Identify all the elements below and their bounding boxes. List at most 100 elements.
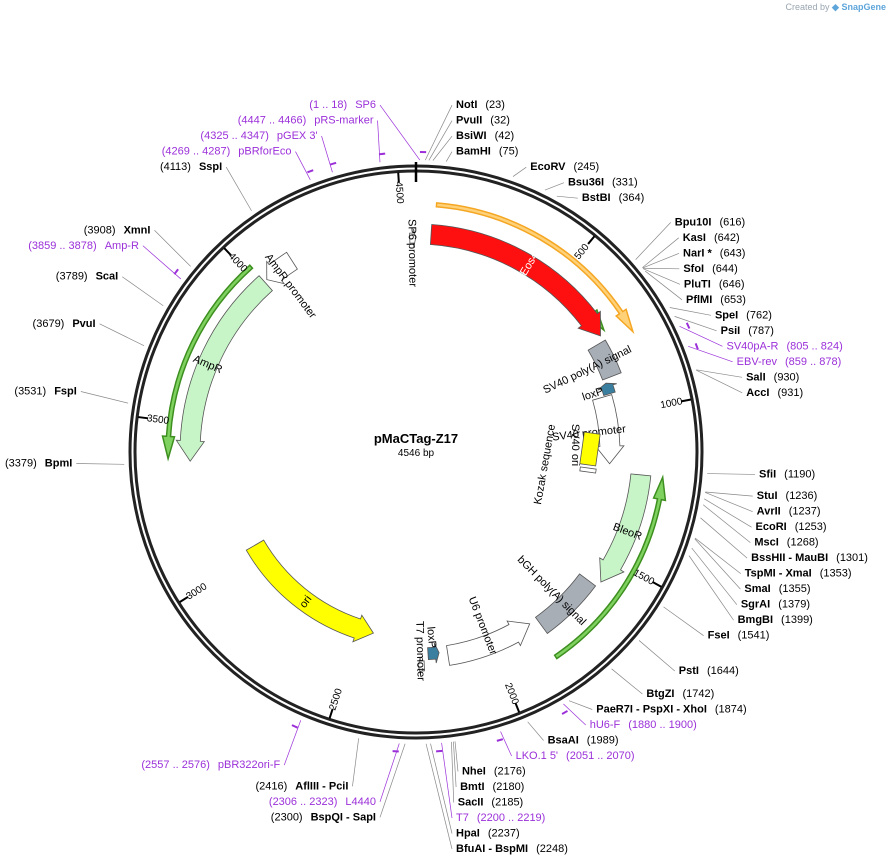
feature-ampr-promoter[interactable]: AmpR promoter xyxy=(262,252,318,322)
site-sspi[interactable]: (4113)SspI xyxy=(160,161,222,173)
svg-text:AvrII(1237): AvrII(1237) xyxy=(757,506,821,518)
tick-mark xyxy=(138,416,149,420)
site-bsaai[interactable]: BsaAI(1989) xyxy=(548,735,619,747)
site-fsei[interactable]: FseI(1541) xyxy=(708,630,770,642)
site-psti[interactable]: PstI(1644) xyxy=(679,665,739,677)
site-stui[interactable]: StuI(1236) xyxy=(757,490,818,502)
site-bfuai[interactable]: BfuAI - BspMI(2248) xyxy=(456,843,568,855)
site-psii[interactable]: PsiI(787) xyxy=(721,325,774,337)
site-bmgbi[interactable]: BmgBI(1399) xyxy=(738,614,813,626)
site-tspmi[interactable]: TspMI - XmaI(1353) xyxy=(745,568,852,580)
site-sgrai[interactable]: SgrAI(1379) xyxy=(741,599,810,611)
site-paer7i[interactable]: PaeR7I - PspXI - XhoI(1874) xyxy=(596,704,746,716)
site-bsu36i[interactable]: Bsu36I(331) xyxy=(568,177,638,189)
site-bamhi[interactable]: BamHI(75) xyxy=(456,146,518,158)
site-name: SfoI xyxy=(683,263,704,275)
overlay-arrow-0[interactable] xyxy=(435,202,635,335)
overlay-arrow-2[interactable] xyxy=(553,474,667,660)
primer-hu6-f[interactable]: hU6-F(1880 .. 1900) xyxy=(561,710,697,731)
primer-amp-r[interactable]: (3859 .. 3878)Amp-R xyxy=(28,240,179,275)
feature-t7-promoter[interactable]: T7 promoter xyxy=(413,621,426,682)
site-scai[interactable]: (3789)ScaI xyxy=(56,271,118,283)
primer-sp6[interactable]: (1 .. 18)SP6 xyxy=(309,99,427,154)
site-bmti[interactable]: BmtI(2180) xyxy=(460,781,524,793)
primer-prs-marker[interactable]: (4447 .. 4466)pRS-marker xyxy=(238,115,386,156)
site-name: BtgZI xyxy=(646,688,674,700)
feature-ori[interactable]: ori xyxy=(245,539,374,643)
site-name: FspI xyxy=(54,386,77,398)
site-sacii[interactable]: SacII(2185) xyxy=(458,797,523,809)
kozak-box[interactable] xyxy=(579,466,597,474)
site-ecorv[interactable]: EcoRV(245) xyxy=(530,161,599,173)
site-smai[interactable]: SmaI(1355) xyxy=(744,583,810,595)
primer-range: (4447 .. 4466) xyxy=(238,115,307,127)
site-spei[interactable]: SpeI(762) xyxy=(715,309,772,321)
site-position: (75) xyxy=(499,146,519,158)
site-hpai[interactable]: HpaI(2237) xyxy=(456,828,520,840)
site-avrii[interactable]: AvrII(1237) xyxy=(757,506,821,518)
primer-pbrforeco[interactable]: (4269 .. 4287)pBRforEco xyxy=(162,146,314,174)
svg-text:(4113)SspI: (4113)SspI xyxy=(160,161,222,173)
feature-sp6-promoter[interactable]: SP6 promoter xyxy=(405,219,418,287)
svg-text:PflMI(653): PflMI(653) xyxy=(686,294,746,306)
site-fspi[interactable]: (3531)FspI xyxy=(14,386,76,398)
site-pvuii[interactable]: PvuII(32) xyxy=(456,115,510,127)
snapgene-credit: Created by ◆ SnapGene xyxy=(786,2,887,13)
primer-pbr322ori-f[interactable]: (2557 .. 2576)pBR322ori-F xyxy=(141,724,299,771)
site-position: (1190) xyxy=(784,468,815,480)
primer-ebv-rev[interactable]: EBV-rev(859 .. 878) xyxy=(694,343,842,368)
primer-pgex-3[interactable]: (4325 .. 4347)pGEX 3' xyxy=(200,130,337,166)
site-name: SmaI xyxy=(744,583,770,595)
feature-sv40-poly-a-signal[interactable]: SV40 poly(A) signal xyxy=(541,339,634,397)
site-bpu10i[interactable]: Bpu10I(616) xyxy=(675,216,745,228)
site-noti[interactable]: NotI(23) xyxy=(456,99,505,111)
feature-bleor[interactable]: BleoR xyxy=(599,473,652,583)
primer-range: (2200 .. 2219) xyxy=(477,812,546,824)
site-msci[interactable]: MscI(1268) xyxy=(754,537,818,549)
svg-text:hU6-F(1880 .. 1900): hU6-F(1880 .. 1900) xyxy=(590,719,697,731)
svg-text:BamHI(75): BamHI(75) xyxy=(456,146,518,158)
site-bstbi[interactable]: BstBI(364) xyxy=(582,192,644,204)
site-afliii[interactable]: (2416)AflIII - PciI xyxy=(255,780,348,792)
svg-text:SV40pA-R(805 .. 824): SV40pA-R(805 .. 824) xyxy=(726,340,842,352)
primer-range: (2051 .. 2070) xyxy=(566,750,635,762)
primer-l4440[interactable]: (2306 .. 2323)L4440 xyxy=(269,750,399,808)
site-name: TspMI - XmaI xyxy=(745,568,812,580)
sv40-ori-box[interactable] xyxy=(579,431,601,467)
svg-text:(1 .. 18)SP6: (1 .. 18)SP6 xyxy=(309,99,376,111)
site-nari[interactable]: NarI *(643) xyxy=(683,247,745,259)
site-name: AccI xyxy=(746,387,769,399)
primer-lko-1-5[interactable]: LKO.1 5'(2051 .. 2070) xyxy=(496,738,635,762)
svg-text:FseI(1541): FseI(1541) xyxy=(708,630,770,642)
site-bsshii[interactable]: BssHII - MauBI(1301) xyxy=(751,552,868,564)
site-btgzi[interactable]: BtgZI(1742) xyxy=(646,688,714,700)
primer-name: pBR322ori-F xyxy=(218,759,281,771)
site-ecori[interactable]: EcoRI(1253) xyxy=(756,521,827,533)
feature-loxp[interactable]: loxP xyxy=(424,626,440,664)
site-sfoi[interactable]: SfoI(644) xyxy=(683,263,737,275)
overlay-arrow-3[interactable] xyxy=(161,264,254,462)
tick-mark xyxy=(681,398,692,403)
site-kasi[interactable]: KasI(642) xyxy=(683,232,740,244)
feature-ampr[interactable]: AmpR xyxy=(175,275,273,462)
site-acci[interactable]: AccI(931) xyxy=(746,387,803,399)
primer-t7[interactable]: T7(2200 .. 2219) xyxy=(436,749,546,824)
site-pflmi[interactable]: PflMI(653) xyxy=(686,294,746,306)
site-nhei[interactable]: NheI(2176) xyxy=(462,766,526,778)
site-name: SpeI xyxy=(715,309,738,321)
site-bspqi[interactable]: (2300)BspQI - SapI xyxy=(271,811,376,823)
site-bsiwi[interactable]: BsiWI(42) xyxy=(456,130,514,142)
feature-meos4b[interactable]: mEos4b xyxy=(429,224,601,337)
site-pvui[interactable]: (3679)PvuI xyxy=(33,318,96,330)
tick-label: 3000 xyxy=(184,581,209,602)
site-sfii[interactable]: SfiI(1190) xyxy=(759,468,815,480)
feature-u6-promoter[interactable]: U6 promoter xyxy=(446,595,531,666)
site-sali[interactable]: SalI(930) xyxy=(746,371,799,383)
site-pluti[interactable]: PluTI(646) xyxy=(684,278,745,290)
feature-bgh-poly-a-signal[interactable]: bGH poly(A) signal xyxy=(515,554,597,635)
site-bpmi[interactable]: (3379)BpmI xyxy=(5,457,72,469)
site-position: (4113) xyxy=(160,161,191,173)
site-xmni[interactable]: (3908)XmnI xyxy=(84,224,151,236)
primer-sv40pa-r[interactable]: SV40pA-R(805 .. 824) xyxy=(685,322,843,352)
site-name: NotI xyxy=(456,99,477,111)
